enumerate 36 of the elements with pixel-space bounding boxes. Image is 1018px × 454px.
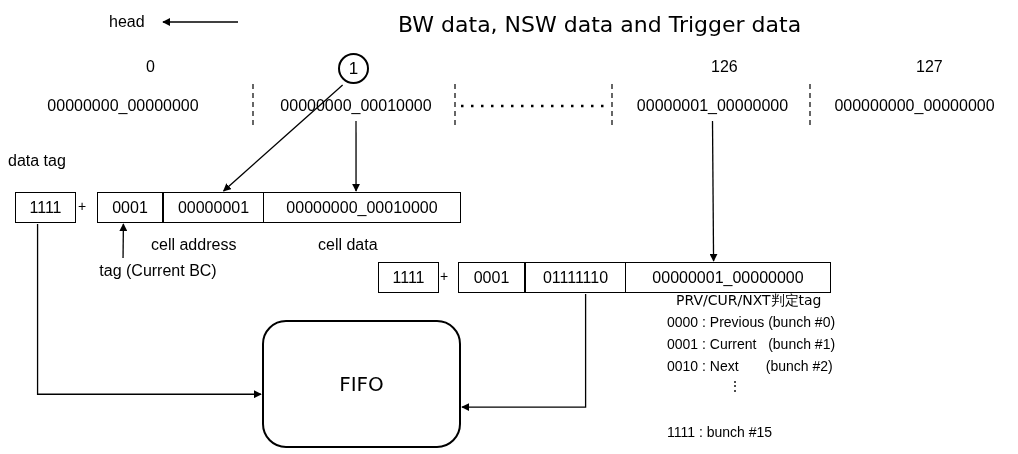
note-text: 0001 : Current (bunch #1) <box>667 336 836 353</box>
caption-text: 126 <box>711 58 738 76</box>
field-box: 1111 <box>15 192 76 223</box>
table-heading: PRV/CUR/NXT判定tag <box>676 292 822 309</box>
field-box: 00000001_00000000 <box>625 262 831 293</box>
note-text: 1111 : bunch #15 <box>667 424 773 441</box>
arrow <box>119 223 128 259</box>
plus-sign: + <box>440 268 449 285</box>
field-box: 01111110 <box>525 262 626 293</box>
title: BW data, NSW data and Trigger data <box>398 12 802 37</box>
field-box: 1111 <box>378 262 439 293</box>
caption-text: 0 <box>146 58 155 76</box>
caption-text: cell address <box>151 236 237 254</box>
data-word: 00000001_00000000 <box>616 95 809 117</box>
caption-text: 127 <box>916 58 943 76</box>
arrow <box>352 120 361 192</box>
arrow <box>222 84 344 192</box>
data-word: 00000000_00000000 <box>0 95 246 117</box>
data-word: 000000000_00000000 <box>812 95 1017 117</box>
field-box: 00000001 <box>163 192 264 223</box>
caption-text: cell data <box>318 236 378 254</box>
field-box: 0001 <box>458 262 525 293</box>
field-box: 0001 <box>97 192 163 223</box>
note-text: 0010 : Next (bunch #2) <box>667 358 833 375</box>
data-word: tag (Current BC) <box>82 259 234 283</box>
arrow <box>461 293 587 412</box>
arrow <box>709 120 718 262</box>
field-box: 00000000_00010000 <box>263 192 461 223</box>
caption-text: data tag <box>8 152 66 170</box>
fifo-box: FIFO <box>262 320 461 448</box>
callout-number: 1 <box>338 53 369 84</box>
arrow <box>36 223 262 399</box>
plus-sign: + <box>78 198 87 215</box>
vertical-ellipsis: ⋮ <box>728 378 742 395</box>
note-text: 0000 : Previous (bunch #0) <box>667 314 836 331</box>
head-label: head <box>109 13 145 32</box>
